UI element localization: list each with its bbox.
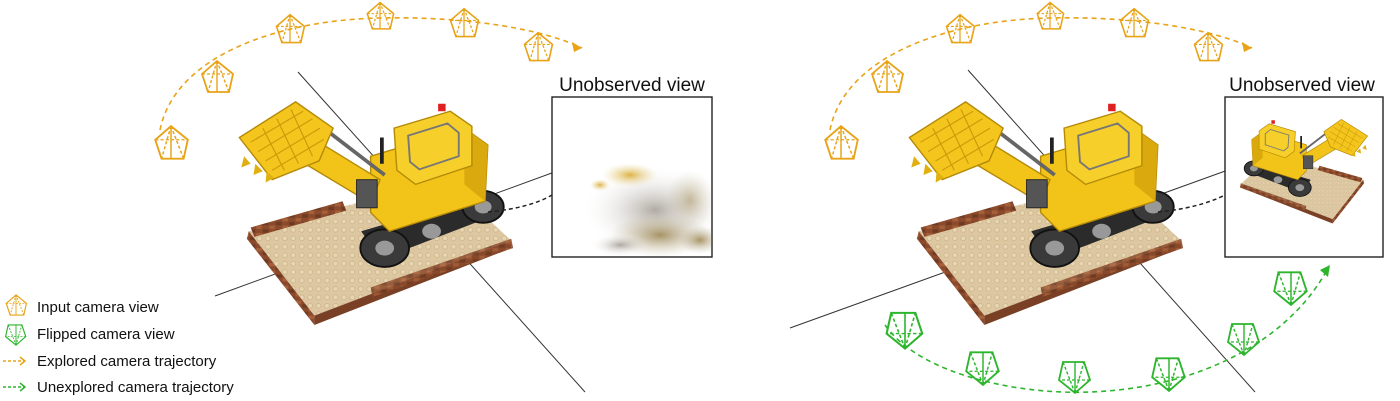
legend-item-explored-trajectory: Explored camera trajectory xyxy=(3,353,217,370)
legend-item-input-camera: Input camera view xyxy=(5,294,159,316)
flipped-camera-view-icon xyxy=(885,271,1308,394)
legend-label: Input camera view xyxy=(37,299,159,316)
legend: Input camera view Flipped camera view Ex… xyxy=(3,294,234,396)
explored-trajectory-arrowhead xyxy=(572,42,582,52)
blurry-reconstruction-image xyxy=(580,163,711,256)
lego-excavator-scene xyxy=(907,99,1186,327)
unobserved-view-inset-left xyxy=(551,96,713,258)
explored-trajectory-arrowhead xyxy=(1242,42,1252,52)
lego-excavator-scene xyxy=(237,99,516,327)
legend-label: Flipped camera view xyxy=(37,326,175,343)
unobserved-view-inset-right xyxy=(1224,96,1384,258)
view-ray xyxy=(1157,194,1226,213)
legend-label: Explored camera trajectory xyxy=(37,353,217,370)
pyramid-camera-icon xyxy=(5,324,27,346)
right-panel: Unobserved view xyxy=(789,1,1384,394)
left-panel: Unobserved view xyxy=(154,1,713,393)
input-camera-view-icon xyxy=(824,1,1224,160)
input-camera-view-icon xyxy=(154,1,554,160)
inset-title-left: Unobserved view xyxy=(559,75,705,96)
legend-item-unexplored-trajectory: Unexplored camera trajectory xyxy=(3,379,234,396)
unexplored-trajectory xyxy=(884,267,1329,394)
inset-title-right: Unobserved view xyxy=(1229,75,1375,96)
pyramid-camera-icon xyxy=(5,294,27,316)
legend-label: Unexplored camera trajectory xyxy=(37,379,234,396)
legend-item-flipped-camera: Flipped camera view xyxy=(5,324,175,346)
unexplored-trajectory-arrowhead xyxy=(1320,265,1330,277)
